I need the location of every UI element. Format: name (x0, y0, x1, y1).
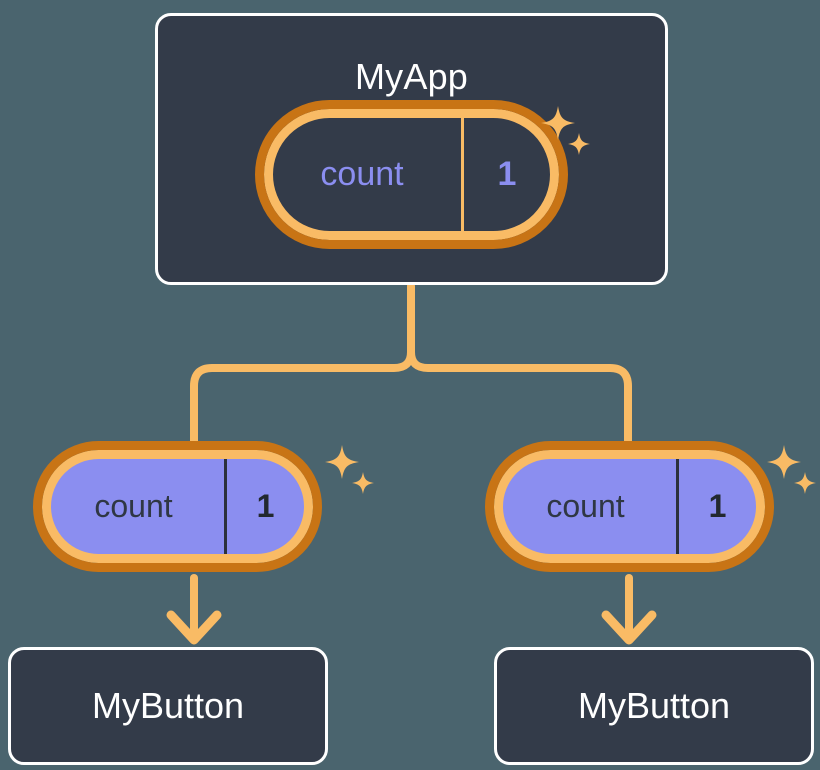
arrow-head-left (166, 610, 222, 645)
arrow-head-right (601, 610, 657, 645)
branch-connector (190, 348, 632, 456)
myapp-state-key: count (320, 155, 404, 193)
myapp-state-value: 1 (461, 118, 550, 231)
right-state-pill[interactable]: count 1 (485, 441, 774, 572)
mybutton-component-box-left[interactable]: MyButton (8, 647, 328, 765)
mybutton-title-right: MyButton (577, 685, 731, 726)
left-state-pill[interactable]: count 1 (33, 441, 322, 572)
left-sparkle-group (325, 445, 374, 494)
myapp-state-pill[interactable]: count 1 (255, 100, 568, 249)
sparkle-icon (767, 445, 801, 479)
sparkle-icon (325, 445, 359, 479)
mybutton-title-left: MyButton (91, 685, 245, 726)
mybutton-component-box-right[interactable]: MyButton (494, 647, 814, 765)
sparkle-small-icon (352, 472, 374, 494)
left-state-pill-wrapper: count 1 (33, 441, 322, 572)
sparkle-small-icon (794, 472, 816, 494)
left-state-value: 1 (224, 459, 304, 554)
right-state-key: count (546, 488, 625, 524)
myapp-title: MyApp (354, 56, 469, 97)
right-state-value: 1 (676, 459, 756, 554)
right-state-pill-wrapper: count 1 (485, 441, 774, 572)
right-sparkle-group (767, 445, 816, 494)
left-state-key: count (94, 488, 173, 524)
myapp-state-pill-wrapper: count 1 (255, 100, 568, 249)
